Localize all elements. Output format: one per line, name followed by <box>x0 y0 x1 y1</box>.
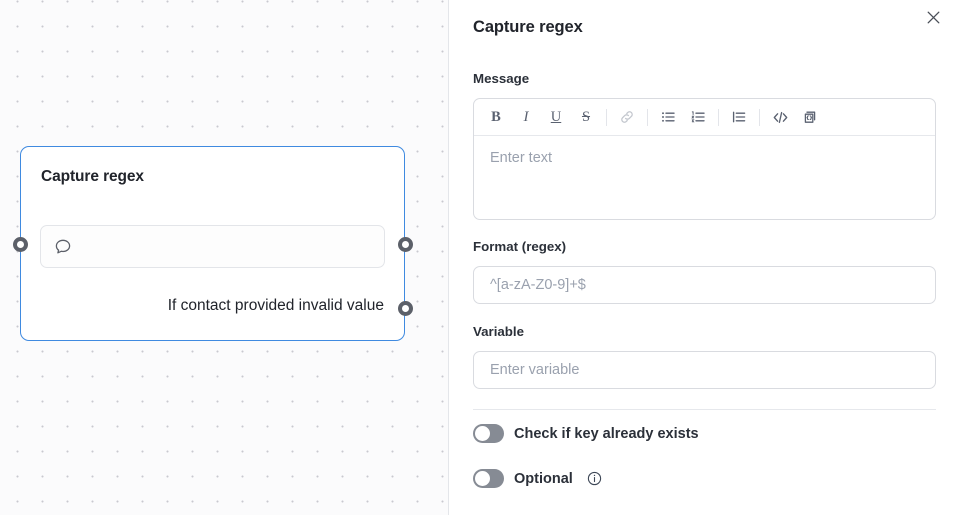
toggle-knob <box>475 426 490 441</box>
settings-panel: Capture regex Message B I U S <box>450 0 956 515</box>
node-port-branch[interactable] <box>398 301 413 316</box>
optional-toggle[interactable] <box>473 469 504 488</box>
info-icon[interactable] <box>587 471 602 486</box>
strikethrough-icon[interactable]: S <box>581 108 591 125</box>
check-key-exists-label: Check if key already exists <box>514 425 699 442</box>
indent-list-icon[interactable] <box>724 103 754 131</box>
message-editor[interactable]: B I U S <box>473 98 936 220</box>
node-message-input[interactable] <box>40 225 385 268</box>
toolbar-separator <box>718 108 719 126</box>
close-icon[interactable] <box>921 5 945 29</box>
speech-bubble-icon <box>54 238 72 256</box>
toggle-row-optional[interactable]: Optional <box>473 469 602 488</box>
variable-label: Variable <box>473 324 525 339</box>
panel-title: Capture regex <box>473 18 583 36</box>
node-port-output[interactable] <box>398 237 413 252</box>
optional-label: Optional <box>514 470 573 487</box>
message-editor-toolbar: B I U S <box>474 99 935 136</box>
format-input[interactable]: ^[a-zA-Z0-9]+$ <box>473 266 936 304</box>
node-title: Capture regex <box>41 168 144 185</box>
node-branch-label: If contact provided invalid value <box>167 297 384 314</box>
numbered-list-icon[interactable] <box>683 103 713 131</box>
italic-icon[interactable]: I <box>523 108 529 125</box>
flow-node-capture-regex[interactable]: Capture regex If contact provided invali… <box>20 146 405 341</box>
toolbar-separator <box>647 108 648 126</box>
format-label: Format (regex) <box>473 239 567 254</box>
link-icon[interactable] <box>612 103 642 131</box>
node-port-input[interactable] <box>13 237 28 252</box>
code-icon[interactable] <box>765 103 795 131</box>
toolbar-separator <box>606 108 607 126</box>
toggle-row-check-key-exists[interactable]: Check if key already exists <box>473 424 699 443</box>
underline-icon[interactable]: U <box>550 108 562 125</box>
variable-input[interactable]: Enter variable <box>473 351 936 389</box>
toolbar-separator <box>759 108 760 126</box>
section-divider <box>473 409 936 410</box>
message-editor-placeholder[interactable]: Enter text <box>490 150 553 166</box>
check-key-exists-toggle[interactable] <box>473 424 504 443</box>
bulleted-list-icon[interactable] <box>653 103 683 131</box>
bold-icon[interactable]: B <box>491 108 501 125</box>
message-label: Message <box>473 71 530 86</box>
insert-variable-icon[interactable] <box>795 103 825 131</box>
flow-canvas[interactable]: Capture regex If contact provided invali… <box>0 0 449 515</box>
toggle-knob <box>475 471 490 486</box>
